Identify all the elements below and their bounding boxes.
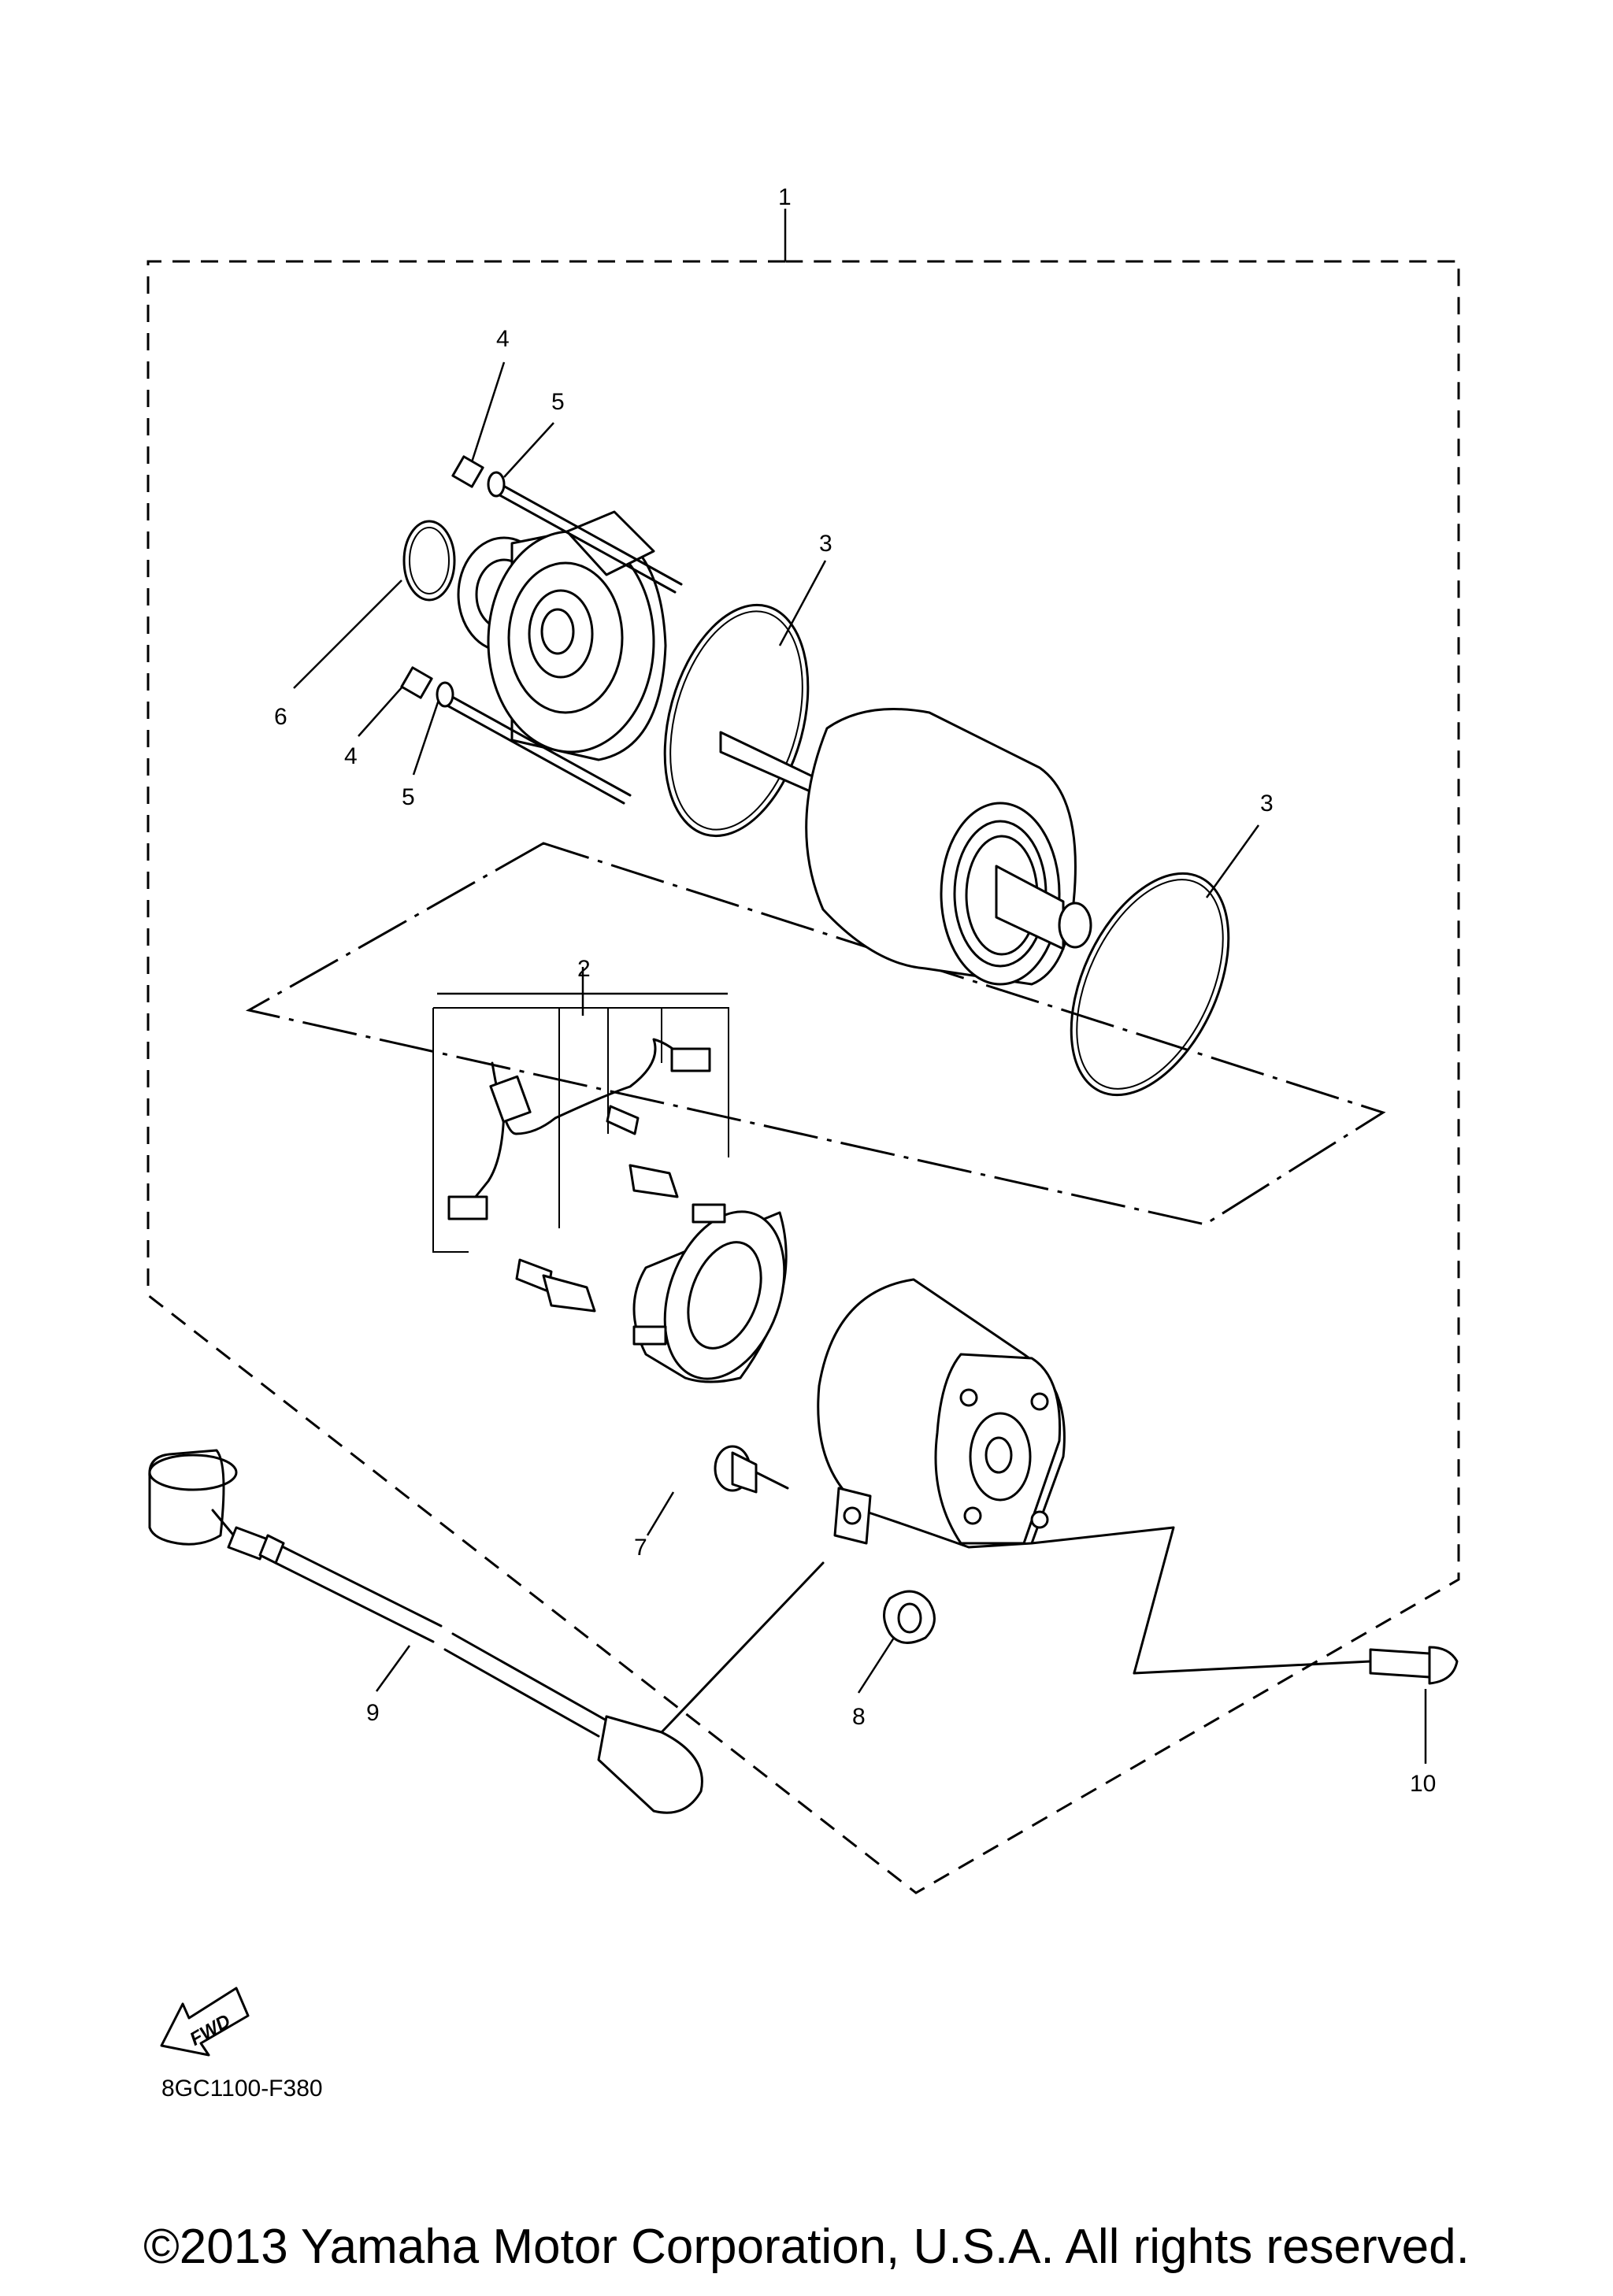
o-ring-large-right bbox=[1070, 872, 1230, 1097]
callout-8: 8 bbox=[852, 1704, 866, 1730]
brush-plate-plane bbox=[245, 842, 1386, 1226]
callout-leaders bbox=[293, 209, 1427, 1764]
callout-5-lower: 5 bbox=[402, 784, 415, 810]
callout-7: 7 bbox=[634, 1535, 647, 1561]
terminal-nut bbox=[883, 1590, 936, 1644]
callout-10: 10 bbox=[1410, 1771, 1436, 1797]
fwd-arrow-icon: FWD bbox=[160, 1987, 250, 2057]
brush-set-bracket bbox=[432, 1007, 729, 1253]
terminal-bolt bbox=[714, 1445, 789, 1494]
front-cover bbox=[457, 510, 667, 761]
o-ring-large-left bbox=[663, 603, 810, 838]
callout-1: 1 bbox=[778, 184, 792, 210]
callout-6: 6 bbox=[274, 704, 287, 730]
through-bolt-lower bbox=[400, 666, 632, 805]
o-ring-small bbox=[402, 520, 456, 602]
brush-set bbox=[447, 1038, 788, 1383]
starter-lead-wire bbox=[148, 1449, 825, 1814]
callout-3-left: 3 bbox=[819, 531, 832, 557]
through-bolt-upper bbox=[451, 455, 683, 594]
callout-4-lower: 4 bbox=[344, 743, 358, 769]
mounting-bolt bbox=[1030, 1526, 1459, 1685]
callout-2: 2 bbox=[577, 956, 591, 982]
copyright-notice: ©2013 Yamaha Motor Corporation, U.S.A. A… bbox=[143, 2220, 1470, 2274]
diagram-code: 8GC1100-F380 bbox=[161, 2076, 323, 2102]
starter-yoke bbox=[719, 708, 1092, 986]
assembly-boundary bbox=[146, 260, 1460, 1894]
callout-3-right: 3 bbox=[1260, 791, 1274, 817]
callout-9: 9 bbox=[366, 1700, 380, 1726]
rear-cover bbox=[817, 1278, 1066, 1549]
callout-4-upper: 4 bbox=[496, 326, 510, 352]
callout-5-upper: 5 bbox=[551, 389, 565, 415]
